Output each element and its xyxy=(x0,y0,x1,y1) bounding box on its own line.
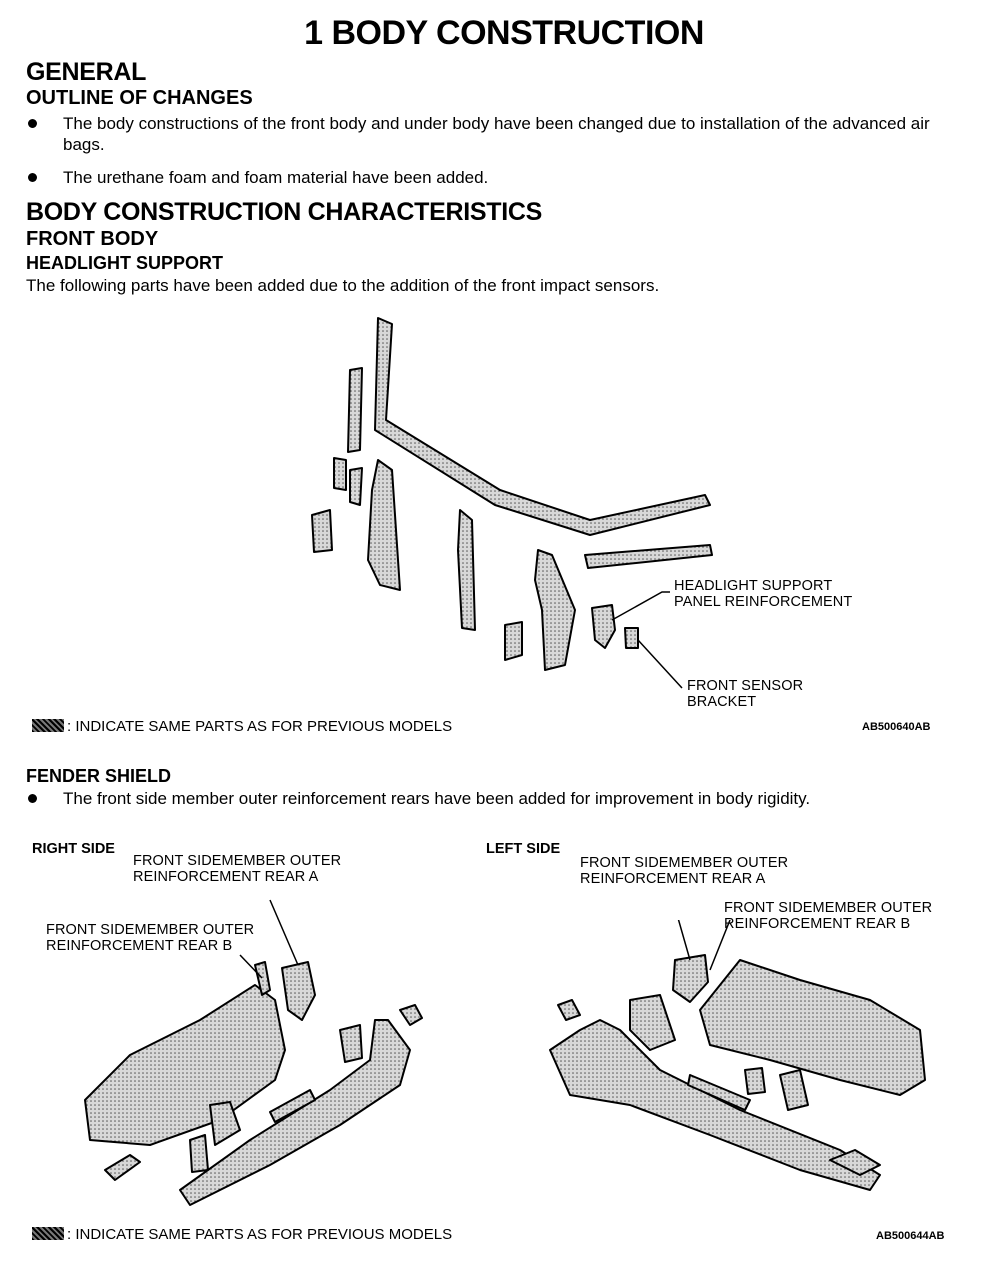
bullet-icon xyxy=(28,794,37,803)
front-sensor-bracket-label-line1: FRONT SENSOR xyxy=(687,678,804,694)
characteristics-heading: BODY CONSTRUCTION CHARACTERISTICS xyxy=(26,198,543,226)
same-parts-note-text: : INDICATE SAME PARTS AS FOR PREVIOUS MO… xyxy=(67,1226,453,1243)
bullet-text: The urethane foam and foam material have… xyxy=(63,168,489,187)
left-rear-b-label-line1: FRONT SIDEMEMBER OUTER xyxy=(724,900,933,916)
headlight-support-text: The following parts have been added due … xyxy=(26,276,660,295)
front-body-heading: FRONT BODY xyxy=(26,228,159,250)
figure-code: AB500640AB xyxy=(862,721,931,733)
left-rear-a-label-line1: FRONT SIDEMEMBER OUTER xyxy=(580,855,789,871)
page-title: 1 BODY CONSTRUCTION xyxy=(304,14,704,52)
bullet-text: The body constructions of the front body… xyxy=(63,114,930,154)
right-rear-a-label-line2: REINFORCEMENT REAR A xyxy=(133,869,319,885)
bullet-text: The front side member outer reinforcemen… xyxy=(63,789,811,808)
bullet-item: The front side member outer reinforcemen… xyxy=(26,788,960,809)
fender-shield-heading: FENDER SHIELD xyxy=(26,766,172,786)
bullet-icon xyxy=(28,173,37,182)
right-side-label: RIGHT SIDE xyxy=(32,841,115,857)
hatch-swatch-icon xyxy=(32,719,64,732)
headlight-reinforcement-label-line1: HEADLIGHT SUPPORT xyxy=(674,578,833,594)
same-parts-note-2: : INDICATE SAME PARTS AS FOR PREVIOUS MO… xyxy=(32,1226,452,1243)
left-rear-a-label-line2: REINFORCEMENT REAR A xyxy=(580,871,766,887)
left-rear-b-label-line2: REINFORCEMENT REAR B xyxy=(724,916,911,932)
right-side-illustration xyxy=(84,899,423,1206)
headlight-support-illustration xyxy=(311,317,713,689)
headlight-support-heading: HEADLIGHT SUPPORT xyxy=(26,253,224,273)
bullet-item: The body constructions of the front body… xyxy=(26,113,960,155)
same-parts-note-text: : INDICATE SAME PARTS AS FOR PREVIOUS MO… xyxy=(67,718,453,735)
right-rear-b-label-line2: REINFORCEMENT REAR B xyxy=(46,938,233,954)
general-heading: GENERAL xyxy=(26,58,147,86)
headlight-reinforcement-label-line2: PANEL REINFORCEMENT xyxy=(674,594,853,610)
bullet-item: The urethane foam and foam material have… xyxy=(26,167,960,188)
right-rear-b-label-line1: FRONT SIDEMEMBER OUTER xyxy=(46,922,255,938)
same-parts-note: : INDICATE SAME PARTS AS FOR PREVIOUS MO… xyxy=(32,718,452,735)
figure-code-2: AB500644AB xyxy=(876,1230,945,1242)
outline-heading: OUTLINE OF CHANGES xyxy=(26,87,253,109)
bullet-icon xyxy=(28,119,37,128)
hatch-swatch-icon xyxy=(32,1227,64,1240)
front-sensor-bracket-label-line2: BRACKET xyxy=(687,694,757,710)
left-side-illustration xyxy=(549,920,926,1191)
left-side-label: LEFT SIDE xyxy=(486,841,561,857)
right-rear-a-label-line1: FRONT SIDEMEMBER OUTER xyxy=(133,853,342,869)
